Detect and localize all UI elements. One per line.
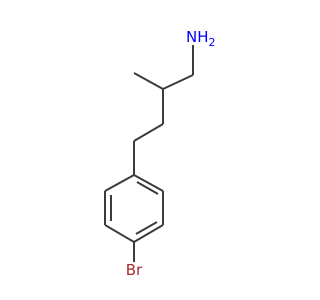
- nh2-label: NH2: [186, 28, 216, 49]
- ring-double-bond-2: [135, 221, 158, 235]
- benzene-ring: [104, 174, 164, 243]
- n-symbol: N: [186, 28, 197, 46]
- ring-bond-3: [133, 224, 164, 243]
- h-subscript: 2: [209, 36, 216, 49]
- background: [0, 0, 300, 300]
- ring-bond-1: [133, 174, 164, 192]
- ring-bond-4: [104, 224, 135, 243]
- br-label: Br: [126, 261, 143, 279]
- bond-ch-methyl: [133, 72, 164, 90]
- bond-ch-ch2n: [162, 74, 194, 90]
- molecule-structure: NH2 Br: [0, 0, 300, 300]
- ring-bond-6: [104, 174, 135, 192]
- h-symbol: H: [197, 28, 208, 46]
- ring-double-bond-1: [136, 181, 159, 195]
- bond-ch2-ch2: [133, 123, 164, 142]
